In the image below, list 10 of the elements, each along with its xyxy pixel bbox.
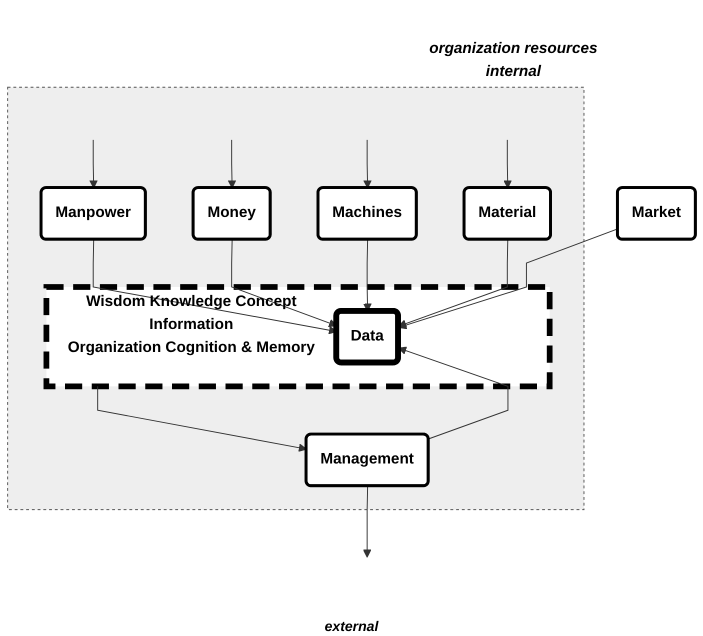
arrow <box>363 139 372 188</box>
arrow <box>97 386 307 452</box>
arrow <box>228 139 236 188</box>
arrow <box>89 139 98 188</box>
region-label: external <box>324 618 378 634</box>
arrow <box>362 486 372 558</box>
node-label: organization resources <box>429 40 598 57</box>
cluster <box>7 86 584 510</box>
node-label: internal <box>486 63 542 80</box>
arrow <box>503 139 512 188</box>
